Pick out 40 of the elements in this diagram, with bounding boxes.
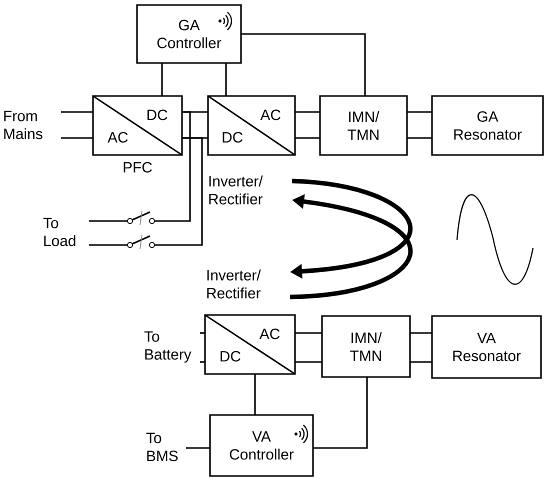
connector-line [313, 377, 368, 449]
terminal-label: Inverter/ Rectifier [207, 270, 261, 298]
connector-line [407, 137, 432, 139]
terminal-label: To Load [43, 218, 76, 246]
connector-line [225, 63, 227, 96]
connector-line [161, 63, 163, 96]
connector-line [200, 332, 205, 334]
switch-symbol [117, 210, 165, 226]
connector-line [89, 244, 118, 246]
caption-label: PFC [124, 162, 152, 173]
connector-line [164, 111, 191, 222]
converter-box: AC DC [207, 95, 296, 156]
converter-box: DC AC [92, 95, 183, 156]
connector-line [295, 361, 322, 363]
controller-box: GA Controller [136, 4, 242, 64]
connector-line [407, 111, 432, 113]
connector-line [410, 332, 432, 334]
switch-symbol [117, 234, 165, 250]
converter-box: AC DC [204, 314, 296, 375]
terminal-label: Inverter/ Rectifier [209, 176, 263, 204]
terminal-label: To BMS [146, 432, 178, 462]
connector-line [164, 137, 203, 246]
block-box: IMN/ TMN [321, 315, 411, 378]
connector-line [254, 374, 256, 415]
connector-line [410, 361, 432, 363]
connector-line [89, 220, 118, 222]
connector-line [61, 111, 93, 113]
connector-line [295, 332, 322, 334]
terminal-label: To Battery [144, 331, 192, 363]
controller-box: VA Controller [209, 414, 314, 477]
block-box: IMN/ TMN [319, 95, 408, 156]
connector-line [186, 447, 210, 449]
terminal-label: From Mains [4, 110, 42, 140]
block-box: VA Resonator [431, 315, 542, 379]
connector-line [295, 137, 320, 139]
connector-line [241, 33, 366, 96]
connector-line [200, 361, 205, 363]
connector-line [61, 137, 93, 139]
connector-line [295, 111, 320, 113]
block-box: GA Resonator [431, 95, 544, 156]
